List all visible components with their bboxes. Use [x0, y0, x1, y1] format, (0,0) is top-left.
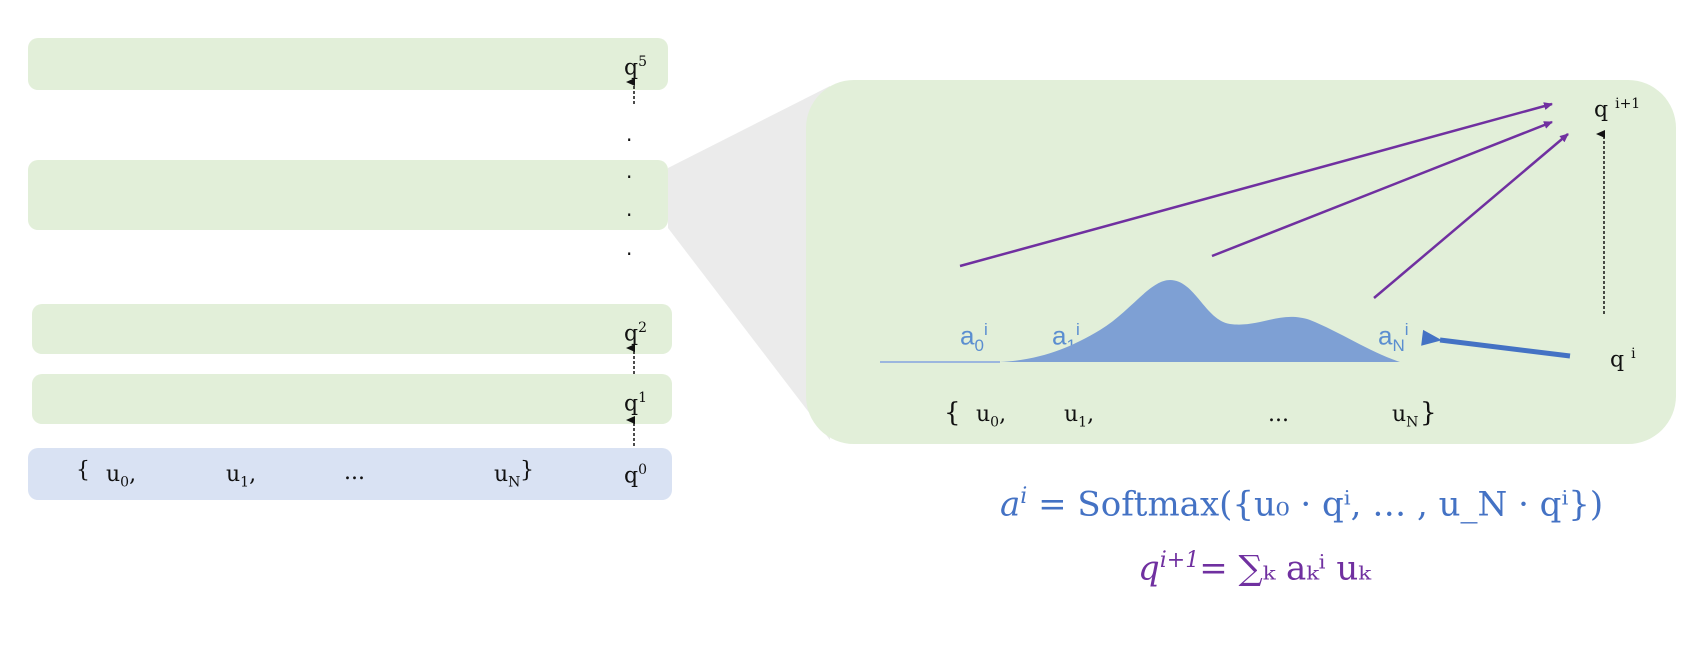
zoom-brace-open: {: [944, 398, 961, 428]
zoom-u0: u0,: [976, 402, 1007, 431]
attention-distribution: [880, 280, 1400, 362]
query-update-equation: qi+1= ∑ₖ aₖⁱ uₖ: [1138, 548, 1371, 589]
attention-a0-label: a0i: [960, 320, 988, 355]
query-2-label: q2: [624, 320, 648, 347]
input-ellipsis: ...: [344, 460, 365, 485]
query-0-label: q0: [624, 462, 648, 489]
input-layer: [28, 448, 672, 500]
purple-arrow-a1: [1211, 120, 1553, 258]
blue-arrow-qi-to-aN: [1421, 329, 1571, 359]
attention-aN-label: aNi: [1378, 320, 1409, 355]
vertical-dot-1: ·: [626, 128, 633, 152]
input-brace-close: }: [520, 458, 534, 483]
memory-layer-middle: [28, 160, 668, 230]
zoom-query-i-label: q i: [1610, 346, 1636, 373]
zoom-query-next-label: q i+1: [1594, 96, 1641, 123]
input-brace-open: {: [76, 458, 90, 483]
vertical-dot-4: ·: [626, 242, 633, 266]
input-u0: u0,: [106, 462, 137, 491]
zoom-brace-close: }: [1420, 398, 1437, 428]
input-u1: u1,: [226, 462, 257, 491]
vertical-dot-2: ·: [626, 165, 633, 189]
vertical-dot-3: ·: [626, 203, 633, 227]
memory-layer-2: [32, 304, 672, 354]
zoom-u1: u1,: [1064, 402, 1095, 431]
zoom-panel: [806, 80, 1676, 444]
zoom-wedge: [668, 86, 830, 440]
softmax-equation: ai = Softmax({u₀ · qⁱ, … , u_N · qⁱ}): [1000, 484, 1604, 525]
memory-layer-1: [32, 374, 672, 424]
input-uN: uN: [494, 462, 521, 491]
zoom-ellipsis: ...: [1268, 402, 1289, 427]
zoom-uN: uN: [1392, 402, 1419, 431]
query-top-label: q5: [624, 54, 648, 81]
memory-layer-top: [28, 38, 668, 90]
query-1-label: q1: [624, 390, 648, 417]
purple-arrow-aN: [1373, 133, 1569, 299]
purple-arrow-a0: [959, 102, 1553, 268]
